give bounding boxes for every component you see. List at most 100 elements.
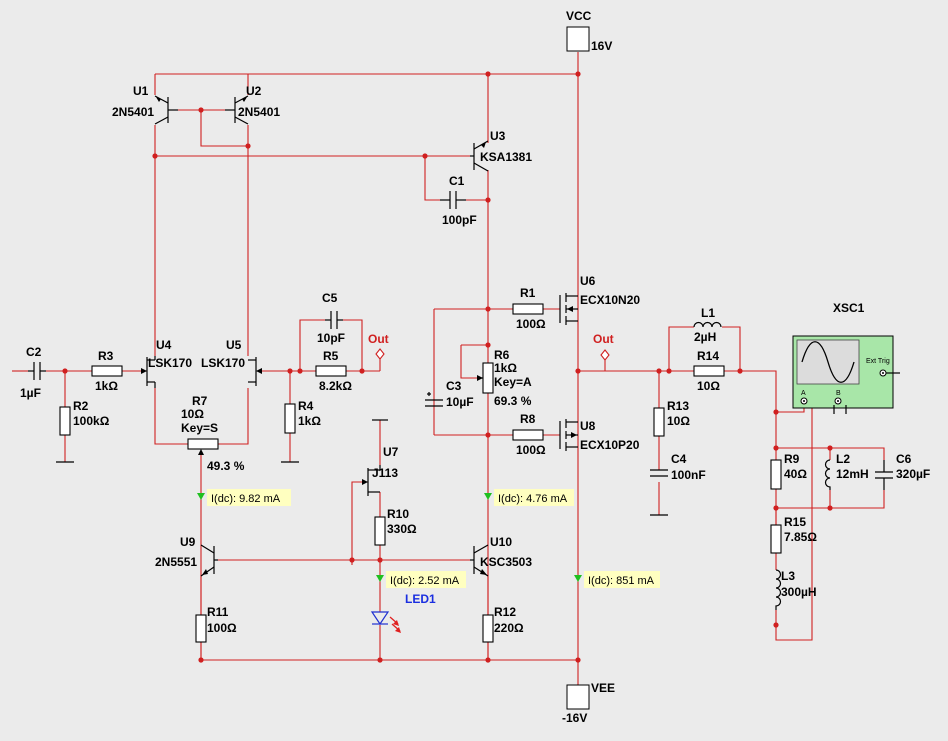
r12-value: 220Ω [494, 621, 524, 635]
xsc1-channel-b: B [836, 390, 841, 397]
transistor-u6[interactable]: U6 ECX10N20 [559, 274, 640, 325]
probe-label: I(dc): 2.52 mA [390, 575, 460, 587]
vee-value: -16V [562, 711, 587, 725]
u3-ref: U3 [490, 129, 506, 143]
inductor-l3[interactable]: L3 300µH [775, 569, 817, 610]
u5-part: LSK170 [201, 356, 245, 370]
potentiometer-r7[interactable]: R7 10Ω Key=S 49.3 % [181, 394, 245, 473]
c2-ref: C2 [26, 345, 42, 359]
out-left-label: Out [368, 332, 389, 346]
transistor-u4[interactable]: U4 LSK170 [141, 338, 192, 388]
r9-ref: R9 [784, 452, 800, 466]
xsc1-ref: XSC1 [833, 301, 865, 315]
led1-ref: LED1 [405, 592, 436, 606]
resistor-r11[interactable]: R11 100Ω [195, 605, 237, 643]
resistor-r5[interactable]: R5 8.2kΩ [315, 349, 352, 393]
r6-value: 1kΩ [494, 361, 517, 375]
r15-value: 7.85Ω [784, 530, 817, 544]
r9-value: 40Ω [784, 467, 807, 481]
resistor-r1[interactable]: R1 100Ω [512, 286, 546, 331]
resistor-r14[interactable]: R14 10Ω [693, 349, 725, 393]
resistor-r12[interactable]: R12 220Ω [482, 605, 524, 643]
potentiometer-r6[interactable]: R6 1kΩ Key=A 69.3 % [477, 348, 532, 408]
resistor-r2[interactable]: R2 100kΩ [56, 399, 110, 463]
l3-ref: L3 [781, 569, 795, 583]
capacitor-c1[interactable]: C1 100pF [440, 174, 477, 227]
r4-value: 1kΩ [298, 414, 321, 428]
r14-ref: R14 [697, 349, 719, 363]
u7-ref: U7 [383, 445, 399, 459]
resistor-r15[interactable]: R15 7.85Ω [770, 515, 817, 554]
r2-ref: R2 [73, 399, 89, 413]
vee-supply[interactable]: VEE -16V [562, 681, 615, 725]
probe-u9-collector[interactable]: I(dc): 9.82 mA [197, 489, 291, 506]
r6-setting: 69.3 % [494, 394, 532, 408]
resistor-r8[interactable]: R8 100Ω [512, 412, 546, 457]
c4-value: 100nF [671, 468, 706, 482]
transistor-u3[interactable]: U3 KSA1381 [470, 129, 532, 172]
oscilloscope-xsc1[interactable]: XSC1 Ext Trig A B [792, 301, 900, 414]
resistor-r9[interactable]: R9 40Ω [770, 452, 807, 490]
r13-ref: R13 [667, 399, 689, 413]
l3-value: 300µH [781, 585, 817, 599]
c3-ref: C3 [446, 379, 462, 393]
r6-key: Key=A [494, 375, 532, 389]
r5-value: 8.2kΩ [319, 379, 352, 393]
r11-value: 100Ω [207, 621, 237, 635]
resistor-r10[interactable]: R10 330Ω [374, 507, 417, 546]
r10-ref: R10 [387, 507, 409, 521]
resistor-r13[interactable]: R13 10Ω [653, 399, 690, 437]
u2-part: 2N5401 [238, 105, 280, 119]
u1-part: 2N5401 [112, 105, 154, 119]
vcc-supply[interactable]: VCC 16V [566, 9, 612, 53]
out-connector-left[interactable]: Out [368, 332, 389, 371]
u4-ref: U4 [156, 338, 172, 352]
vcc-value: 16V [591, 39, 612, 53]
probe-u10-collector[interactable]: I(dc): 4.76 mA [484, 489, 574, 506]
u4-part: LSK170 [148, 356, 192, 370]
transistor-u2[interactable]: U2 2N5401 [225, 84, 280, 125]
l2-value: 12mH [836, 467, 869, 481]
probe-output-stage[interactable]: I(dc): 851 mA [574, 571, 660, 588]
u1-ref: U1 [133, 84, 149, 98]
c4-ref: C4 [671, 452, 687, 466]
led-led1[interactable]: LED1 [370, 592, 436, 633]
r3-ref: R3 [98, 349, 114, 363]
l2-ref: L2 [836, 452, 850, 466]
capacitor-c6[interactable]: C6 320µF [875, 452, 930, 490]
r7-ref: R7 [192, 394, 208, 408]
resistor-r4[interactable]: R4 1kΩ [281, 399, 321, 463]
transistor-u1[interactable]: U1 2N5401 [112, 84, 178, 125]
c1-value: 100pF [442, 213, 477, 227]
out-right-label: Out [593, 332, 614, 346]
r8-ref: R8 [520, 412, 536, 426]
inductor-l2[interactable]: L2 12mH [824, 452, 869, 490]
transistor-u9[interactable]: U9 2N5551 [155, 535, 218, 577]
transistor-u8[interactable]: U8 ECX10P20 [559, 419, 640, 452]
r4-ref: R4 [298, 399, 314, 413]
c1-ref: C1 [449, 174, 465, 188]
probe-label: I(dc): 851 mA [588, 575, 655, 587]
capacitor-c4[interactable]: C4 100nF [650, 452, 706, 516]
transistor-u7[interactable]: U7 J113 [362, 419, 399, 496]
resistor-r3[interactable]: R3 1kΩ [91, 349, 123, 393]
inductor-l1[interactable]: L1 2µH [693, 306, 722, 344]
out-connector-right[interactable]: Out [593, 332, 614, 371]
capacitor-c2[interactable]: C2 1µF [20, 345, 46, 400]
capacitor-c3[interactable]: C3 10µF [425, 379, 474, 409]
r11-ref: R11 [207, 605, 229, 619]
probe-led-current[interactable]: I(dc): 2.52 mA [376, 571, 466, 588]
r8-value: 100Ω [516, 443, 546, 457]
transistor-u10[interactable]: U10 KSC3503 [470, 535, 532, 577]
vcc-name: VCC [566, 9, 592, 23]
capacitor-c5[interactable]: C5 10pF [317, 291, 345, 345]
r12-ref: R12 [494, 605, 516, 619]
xsc1-channel-a: A [801, 390, 806, 397]
probe-label: I(dc): 4.76 mA [498, 493, 568, 505]
u6-ref: U6 [580, 274, 596, 288]
c6-ref: C6 [896, 452, 912, 466]
u5-ref: U5 [226, 338, 242, 352]
transistor-u5[interactable]: U5 LSK170 [201, 338, 262, 386]
u8-part: ECX10P20 [580, 438, 640, 452]
